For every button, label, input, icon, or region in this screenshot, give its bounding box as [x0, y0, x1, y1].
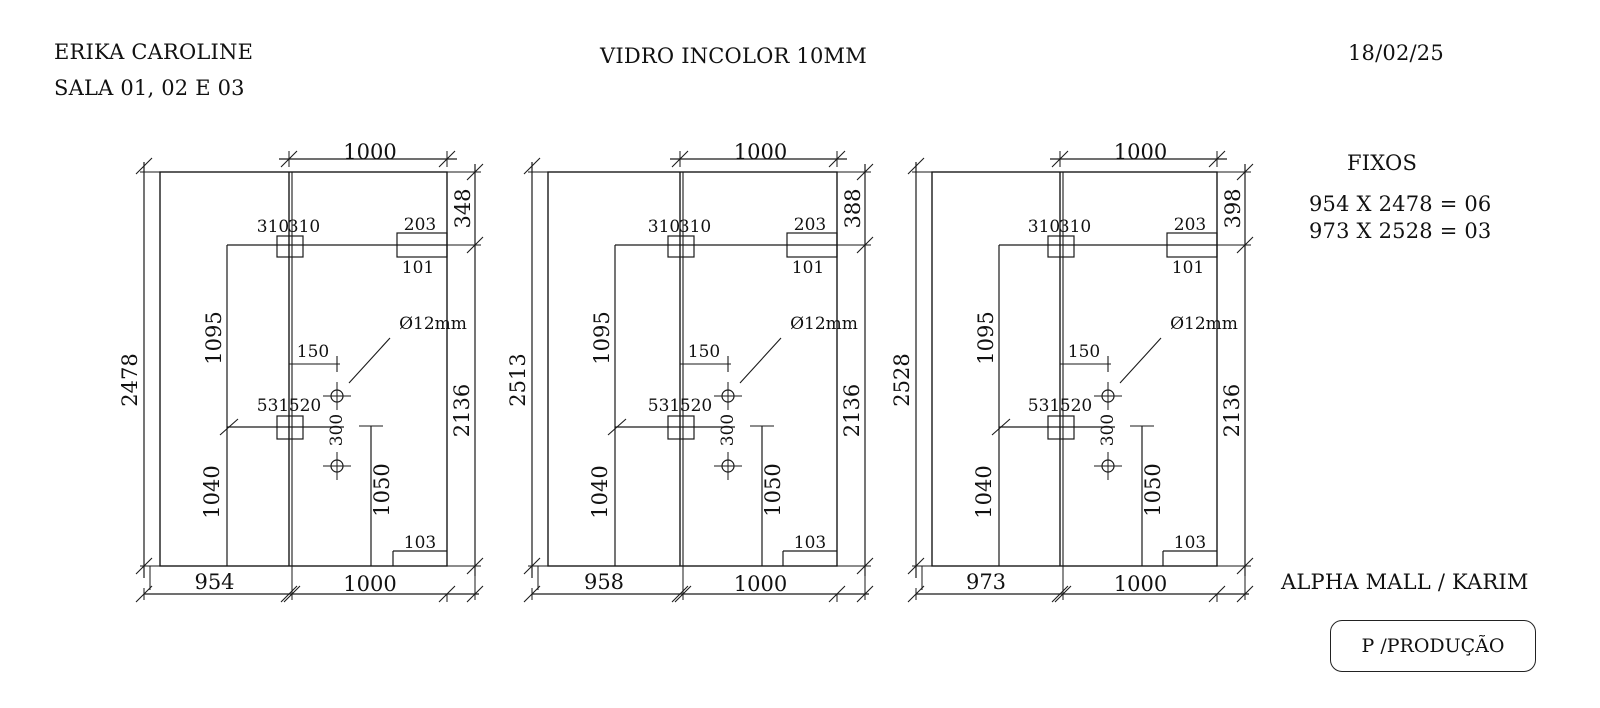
- glass-panel-outline: [547, 171, 838, 567]
- hinge-hardware: [667, 235, 695, 258]
- handle-offset-label: 150: [297, 342, 329, 362]
- hinge-offset-label: 310: [257, 217, 289, 237]
- pivot-offset-label: 531: [1028, 396, 1060, 416]
- hole-diameter-label: Ø12mm: [790, 314, 858, 334]
- total-height-label: 2513: [506, 353, 530, 406]
- leader-line: [739, 337, 782, 384]
- patch-height-label: 101: [792, 258, 824, 278]
- handle-spacing-label: 300: [1098, 414, 1118, 446]
- door-width-label: 1000: [1114, 572, 1167, 596]
- dimension-tick: [1051, 585, 1069, 603]
- dimension-tick: [671, 585, 689, 603]
- hinge-offset-label: 310: [648, 217, 680, 237]
- glass-panel-outline: [931, 171, 1218, 567]
- hole-diameter-label: Ø12mm: [399, 314, 467, 334]
- client-reference: ALPHA MALL / KARIM: [1281, 570, 1529, 594]
- door-height-label: 2136: [1220, 384, 1244, 437]
- patch-width-label: 203: [1174, 215, 1206, 235]
- fixed-width-label: 958: [584, 570, 624, 594]
- client-name: ERIKA CAROLINE: [54, 40, 254, 64]
- pivot-offset-label: 531: [257, 396, 289, 416]
- dimension-label: 1000: [734, 140, 787, 164]
- pivot-hardware: [1047, 415, 1075, 440]
- leader-line: [348, 337, 391, 384]
- patch-width-label: 203: [404, 215, 436, 235]
- dimension-tick: [1208, 585, 1226, 603]
- fixed-width-label: 954: [194, 570, 234, 594]
- production-stamp: P /PRODUÇÃO: [1330, 620, 1536, 672]
- total-height-label: 2528: [890, 353, 914, 406]
- handle-height-label: 1050: [1141, 463, 1165, 516]
- door-height-label: 2136: [840, 384, 864, 437]
- summary-title: FIXOS: [1347, 151, 1418, 175]
- hinge-offset-label: 310: [288, 217, 320, 237]
- fixed-width-label: 973: [966, 570, 1006, 594]
- lock-label: 103: [1174, 533, 1206, 553]
- hinge-offset-label: 310: [1059, 217, 1091, 237]
- material-title: VIDRO INCOLOR 10MM: [600, 44, 867, 68]
- dimension-label: 1000: [1114, 140, 1167, 164]
- total-height-label: 2478: [118, 353, 142, 406]
- door-width-label: 1000: [734, 572, 787, 596]
- dimension-tick: [280, 585, 298, 603]
- upper-dimension-label: 1095: [974, 311, 998, 364]
- lower-dimension-label: 1040: [588, 465, 612, 518]
- dimension-tick: [828, 585, 846, 603]
- pivot-offset-label: 520: [289, 396, 321, 416]
- handle-height-label: 1050: [370, 463, 394, 516]
- dimension-tick: [523, 157, 541, 175]
- production-stamp-label: P /PRODUÇÃO: [1361, 635, 1505, 657]
- top-gap-label: 388: [841, 188, 865, 228]
- leader-line: [1119, 337, 1162, 384]
- hole-diameter-label: Ø12mm: [1170, 314, 1238, 334]
- summary-item: 954 X 2478 = 06: [1309, 192, 1492, 216]
- dimension-tick: [283, 585, 301, 603]
- lower-dimension-label: 1040: [972, 465, 996, 518]
- handle-offset-label: 150: [688, 342, 720, 362]
- pivot-offset-label: 531: [648, 396, 680, 416]
- top-gap-label: 348: [451, 188, 475, 228]
- dimension-tick: [907, 157, 925, 175]
- dimension-tick: [135, 157, 153, 175]
- door-height-label: 2136: [450, 384, 474, 437]
- dimension-tick: [674, 585, 692, 603]
- hinge-hardware: [276, 235, 304, 258]
- patch-height-label: 101: [402, 258, 434, 278]
- dimension-label: 1000: [343, 140, 396, 164]
- dimension-tick: [438, 585, 456, 603]
- upper-dimension-label: 1095: [590, 311, 614, 364]
- handle-offset-label: 150: [1068, 342, 1100, 362]
- summary-item: 973 X 2528 = 03: [1309, 219, 1492, 243]
- pivot-offset-label: 520: [1060, 396, 1092, 416]
- pivot-hardware: [276, 415, 304, 440]
- lock-label: 103: [794, 533, 826, 553]
- room-label: SALA 01, 02 E 03: [54, 76, 245, 100]
- handle-spacing-label: 300: [327, 414, 347, 446]
- patch-width-label: 203: [794, 215, 826, 235]
- handle-spacing-label: 300: [718, 414, 738, 446]
- lower-dimension-label: 1040: [200, 465, 224, 518]
- lock-label: 103: [404, 533, 436, 553]
- date-label: 18/02/25: [1348, 41, 1444, 65]
- top-gap-label: 398: [1221, 188, 1245, 228]
- hinge-offset-label: 310: [1028, 217, 1060, 237]
- upper-dimension-label: 1095: [202, 311, 226, 364]
- glass-panel-outline: [159, 171, 448, 567]
- hinge-offset-label: 310: [679, 217, 711, 237]
- hinge-hardware: [1047, 235, 1075, 258]
- patch-height-label: 101: [1172, 258, 1204, 278]
- dimension-tick: [1054, 585, 1072, 603]
- door-width-label: 1000: [343, 572, 396, 596]
- pivot-hardware: [667, 415, 695, 440]
- handle-height-label: 1050: [761, 463, 785, 516]
- pivot-offset-label: 520: [680, 396, 712, 416]
